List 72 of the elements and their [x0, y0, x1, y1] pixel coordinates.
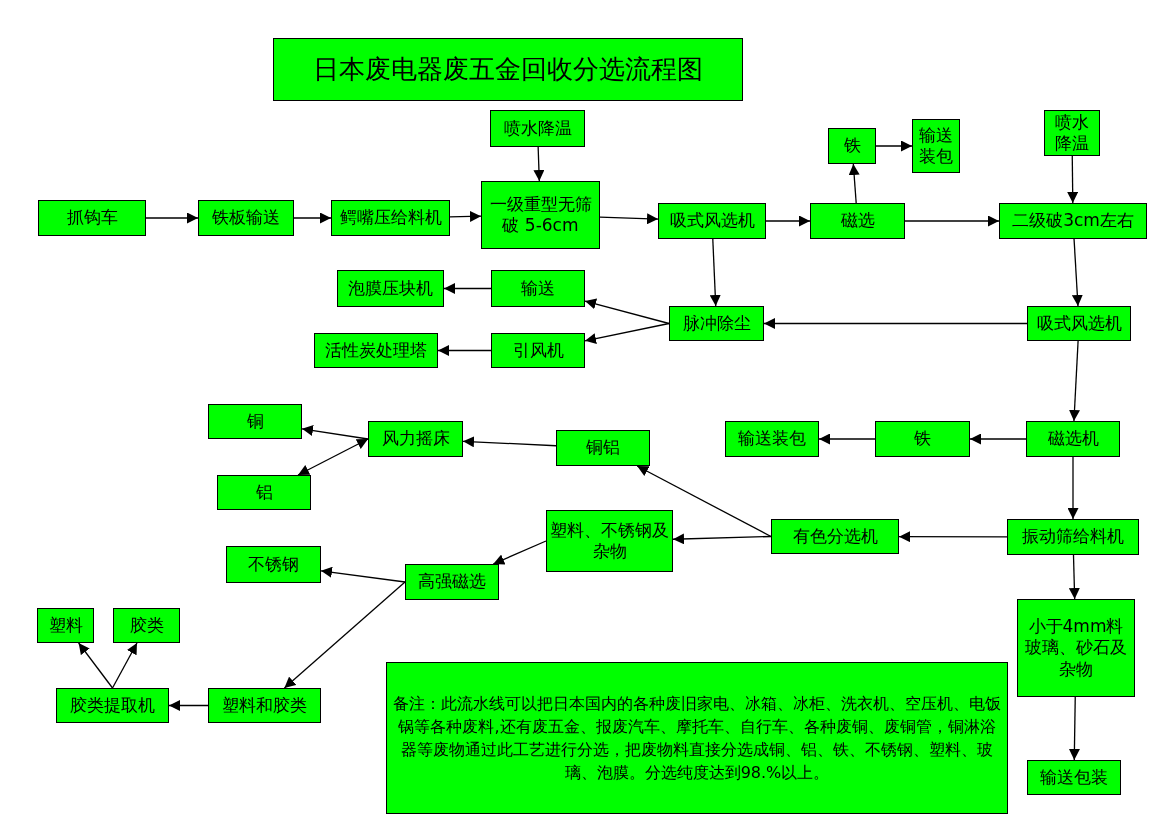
arrow	[709, 238, 721, 307]
arrow	[1068, 554, 1080, 600]
arrow	[1068, 696, 1080, 761]
process-box: 铜	[208, 404, 302, 439]
arrow	[462, 436, 557, 448]
arrow	[78, 642, 114, 689]
arrow	[301, 425, 369, 440]
process-box: 塑料、不锈钢及杂物	[546, 510, 673, 572]
arrow	[765, 215, 811, 227]
arrow	[293, 212, 332, 224]
process-box: 输送装包	[725, 421, 819, 457]
arrow	[1067, 456, 1079, 520]
process-box: 二级破3cm左右	[999, 203, 1147, 239]
arrow	[1069, 340, 1080, 422]
process-box: 输送	[491, 270, 585, 307]
process-box: 塑料	[37, 608, 94, 643]
process-box: 高强磁选	[405, 564, 499, 600]
process-box: 脉冲除尘	[669, 306, 764, 341]
arrow	[283, 581, 406, 689]
arrow	[297, 438, 369, 476]
note-box: 备注：此流水线可以把日本国内的各种废旧家电、冰箱、冰柜、洗衣机、空压机、电饭锅等各种废料,还有废五金、报废汽车、摩托车、自行车、各种废铜、废铜管，铜淋浴器等废物通过此工艺进行分选，把废物料直接分选成铜、铝、铁、不锈钢、塑料、玻璃、泡膜。分选纯度达到98.%以上。	[386, 662, 1008, 814]
arrow	[320, 566, 406, 583]
arrow	[898, 531, 1008, 543]
arrow	[584, 322, 670, 344]
arrow	[1071, 238, 1083, 307]
process-box: 铁	[828, 128, 876, 164]
arrow	[636, 465, 772, 538]
process-box: 磁选	[810, 203, 905, 239]
arrow	[1067, 155, 1079, 204]
process-box: 塑料和胶类	[208, 688, 321, 723]
arrow	[492, 540, 547, 565]
process-box: 引风机	[491, 333, 585, 368]
process-box: 抓钩车	[38, 200, 146, 236]
process-box: 小于4mm料玻璃、砂石及杂物	[1017, 599, 1135, 697]
process-box: 吸式风选机	[1027, 306, 1131, 341]
arrow	[449, 210, 482, 222]
arrow	[599, 213, 659, 225]
process-box: 不锈钢	[226, 546, 321, 583]
process-box: 活性炭处理塔	[314, 333, 438, 368]
process-box: 鳄嘴压给料机	[331, 200, 450, 236]
process-box: 输送包装	[1027, 760, 1121, 795]
arrow	[904, 215, 1000, 227]
process-box: 风力摇床	[368, 421, 463, 457]
process-box: 喷水降温	[1044, 110, 1100, 156]
process-box: 输送装包	[912, 119, 960, 173]
process-box: 铁	[875, 421, 970, 457]
arrow	[818, 433, 876, 445]
arrow	[437, 345, 492, 356]
arrow	[145, 212, 199, 224]
process-box: 胶类提取机	[56, 688, 169, 723]
process-box: 吸式风选机	[658, 203, 766, 239]
process-box: 铁板输送	[198, 200, 294, 236]
process-box: 铜铝	[556, 430, 650, 466]
arrow	[443, 283, 492, 294]
process-box: 泡膜压块机	[337, 270, 444, 307]
process-box: 喷水降温	[490, 110, 585, 147]
title-banner: 日本废电器废五金回收分选流程图	[273, 38, 743, 101]
arrow	[111, 642, 138, 689]
arrow	[672, 533, 772, 545]
process-box: 振动筛给料机	[1007, 519, 1139, 555]
arrow	[584, 298, 670, 325]
process-box: 铝	[217, 475, 311, 510]
process-box: 胶类	[113, 608, 180, 643]
process-box: 磁选机	[1026, 421, 1120, 457]
process-box: 一级重型无筛破 5-6cm	[481, 181, 600, 249]
arrow	[875, 140, 913, 152]
arrow	[763, 318, 1028, 329]
arrow	[969, 433, 1027, 445]
arrow	[168, 700, 209, 711]
arrow	[848, 163, 860, 204]
arrow	[533, 146, 545, 182]
process-box: 有色分选机	[771, 519, 899, 554]
